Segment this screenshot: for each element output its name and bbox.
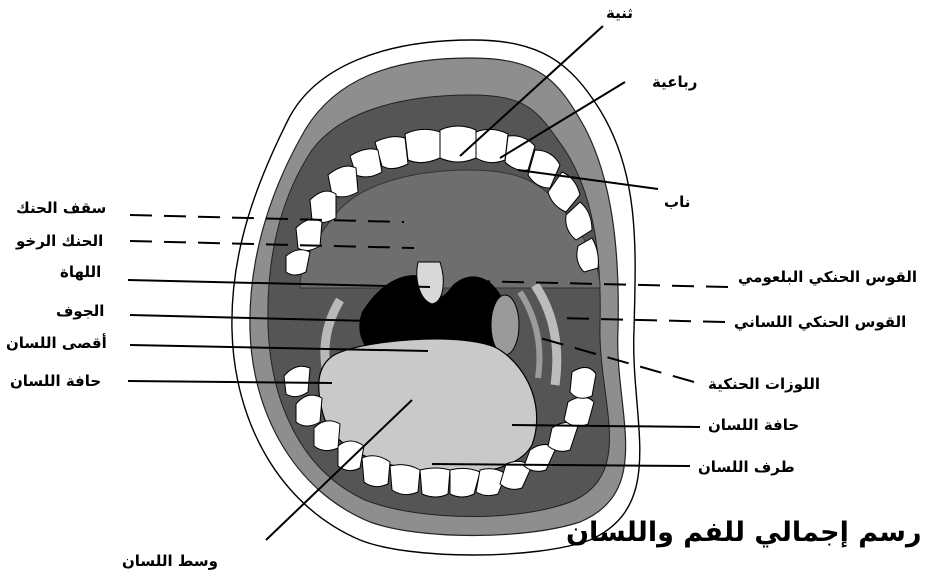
label-tongue-back: أقصى اللسان <box>6 334 107 352</box>
label-palatoglossal-arch: القوس الحنكي اللساني <box>734 313 906 331</box>
label-canine: ناب <box>664 193 690 211</box>
label-hard-palate: سقف الحنك <box>16 199 106 217</box>
label-tongue-middle: وسط اللسان <box>122 552 218 570</box>
label-central-incisor: ثنية <box>606 4 633 22</box>
diagram-title: رسم إجمالي للفم واللسان <box>566 516 922 550</box>
label-tongue-tip: طرف اللسان <box>698 458 795 476</box>
label-uvula: اللهاة <box>60 263 101 281</box>
tonsil-right <box>491 295 519 355</box>
label-soft-palate: الحنك الرخو <box>16 232 103 250</box>
label-palatine-tonsils: اللوزات الحنكية <box>708 375 820 393</box>
label-tongue-edge-left: حافة اللسان <box>10 372 101 390</box>
label-lateral-incisor: رباعية <box>652 73 697 91</box>
label-tongue-edge-right: حافة اللسان <box>708 416 799 434</box>
label-cavity: الجوف <box>56 302 104 320</box>
label-palatopharyngeal-arch: القوس الحنكي البلعومي <box>738 268 917 286</box>
